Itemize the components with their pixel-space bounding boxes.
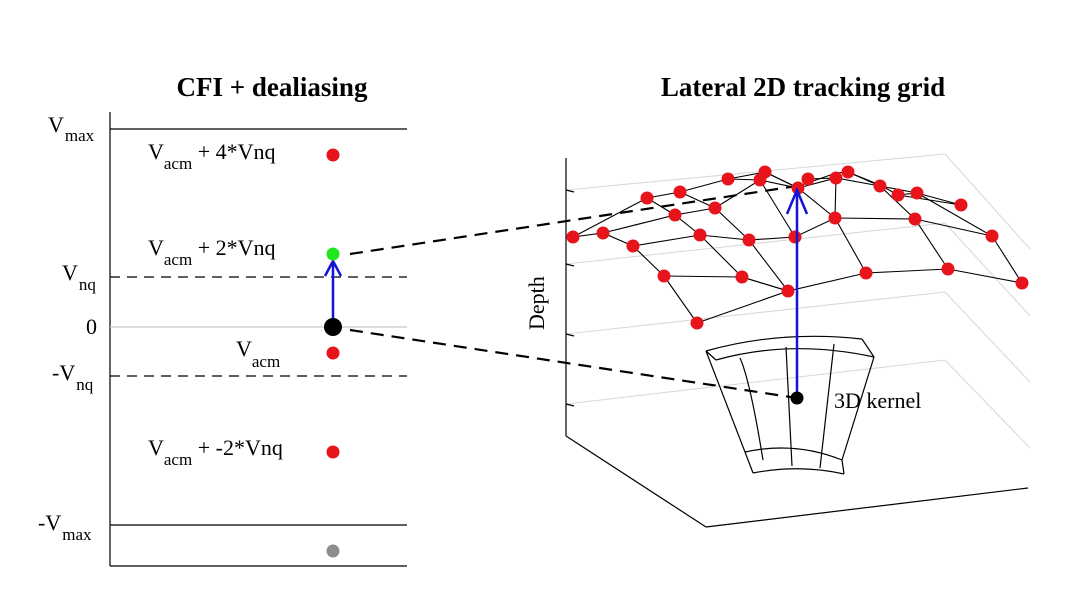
right-panel: Lateral 2D tracking grid Depth: [524, 72, 1031, 528]
origin-dot: [324, 318, 342, 336]
grid-point-12: [708, 201, 722, 215]
neg-vmax-label: -Vmax: [38, 510, 92, 544]
grid-point-18: [791, 181, 805, 195]
grid-point-4: [657, 269, 671, 283]
grid-point-24: [873, 179, 887, 193]
grid-point-31: [954, 198, 968, 212]
grid-point-13: [742, 233, 756, 247]
grid-point-14: [721, 172, 735, 186]
grid-point-19: [828, 211, 842, 225]
grid-point-5: [690, 316, 704, 330]
box-back-grid: [565, 153, 1031, 449]
kernel-label: 3D kernel: [834, 388, 921, 413]
grid-point-17: [758, 165, 772, 179]
left-panel: CFI + dealiasing Vmax Vnq 0 -Vnq -Vmax V…: [38, 72, 407, 567]
grid-point-11: [673, 185, 687, 199]
selected-candidate-dot: [326, 247, 340, 261]
candidate-dot-plus4: [326, 148, 340, 162]
grid-point-22: [829, 171, 843, 185]
tracking-grid-mesh: [572, 171, 1023, 324]
grid-point-29: [985, 229, 999, 243]
dealias-arrow-head: [323, 258, 343, 277]
candidate-label-plus4: Vacm + 4*Vnq: [148, 139, 276, 173]
outside-range-dot: [326, 544, 340, 558]
grid-point-8: [693, 228, 707, 242]
vmax-label: Vmax: [48, 112, 95, 145]
left-panel-title: CFI + dealiasing: [177, 72, 368, 102]
grid-point-25: [908, 212, 922, 226]
grid-point-26: [941, 262, 955, 276]
grid-point-7: [668, 208, 682, 222]
candidate-label-plus2: Vacm + 2*Vnq: [148, 235, 276, 269]
zero-label: 0: [86, 314, 97, 339]
right-panel-title: Lateral 2D tracking grid: [661, 72, 945, 102]
grid-point-30: [1015, 276, 1029, 290]
grid-point-16: [788, 230, 802, 244]
grid-connector-line: [349, 184, 798, 256]
candidate-dot-minus2: [326, 445, 340, 459]
grid-point-27: [891, 188, 905, 202]
grid-point-28: [910, 186, 924, 200]
kernel-center-dot: [790, 391, 804, 405]
candidate-dot-acm: [326, 346, 340, 360]
grid-point-3: [626, 239, 640, 253]
neg-vnq-label: -Vnq: [52, 360, 94, 394]
grid-point-9: [735, 270, 749, 284]
grid-point-2: [596, 226, 610, 240]
tracking-arrow-head: [785, 186, 809, 215]
candidate-label-acm: Vacm: [236, 336, 280, 371]
grid-point-10: [781, 284, 795, 298]
depth-axis-label: Depth: [524, 276, 549, 330]
box-axes: [565, 158, 1029, 528]
grid-point-1: [566, 230, 580, 244]
vnq-label: Vnq: [62, 260, 96, 294]
grid-point-6: [640, 191, 654, 205]
grid-point-23: [841, 165, 855, 179]
grid-point-20: [859, 266, 873, 280]
kernel-3d-wireframe: [705, 335, 875, 475]
tracking-grid-points: [566, 165, 1029, 330]
candidate-label-minus2: Vacm + -2*Vnq: [148, 435, 283, 469]
grid-point-21: [801, 172, 815, 186]
kernel-connector-line: [349, 328, 798, 400]
